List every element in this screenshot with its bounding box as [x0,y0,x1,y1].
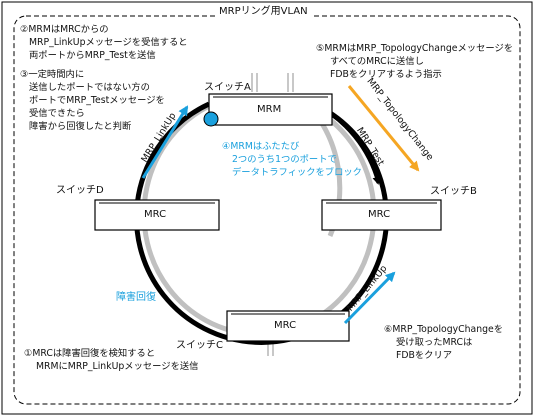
switch-c-name: スイッチC [176,340,223,351]
switch-d-role: MRC [144,209,167,220]
note-5-line-3: FDBをクリアするよう指示 [330,69,442,80]
switch-a-name: スイッチA [204,82,251,93]
note-6-line-1: ⑥MRP_TopologyChangeを [384,324,504,335]
switch-a-box [208,93,333,126]
switch-d-name: スイッチD [56,185,104,196]
switch-b-name: スイッチB [430,186,477,197]
linkup-arrow-left [141,105,189,179]
vlan-title: MRPリング用VLAN [216,5,311,18]
note-1-line-2: MRMにMRP_LinkUpメッセージを送信 [36,361,199,372]
note-6-line-2: 受け取ったMRCは [396,337,473,348]
linkup-arrow-right [343,271,396,325]
note-3-line-4: 受信できたら [29,108,85,119]
blocked-port-icon [203,111,219,127]
note-3-line-2: 送信したポートではない方の [29,82,150,93]
note-4-line-2: 2つのうち1つのポートで [232,154,337,165]
note-3-line-5: 障害から回復したと判断 [29,121,132,132]
note-6-line-3: FDBをクリア [396,350,453,361]
note-2-line-2: MRP_LinkUpメッセージを受信すると [29,37,188,48]
note-4-line-3: データトラフィックをブロック [232,167,362,178]
topology-change-arrow [347,85,420,172]
switch-b-box [321,199,442,231]
switch-c-role: MRC [274,320,297,331]
switch-c-box [226,310,350,342]
note-5-line-1: ⑤MRMはMRP_TopologyChangeメッセージを [316,43,514,54]
note-3-line-1: ③一定時間内に [20,69,85,80]
switch-d-box [94,199,220,231]
note-3-line-3: ポートでMRP_Testメッセージを [29,95,165,106]
note-1-line-1: ①MRCは障害回復を検知すると [24,348,156,359]
switch-b-role: MRC [368,209,391,220]
outer-ring [134,101,389,345]
note-5-line-2: すべてのMRCに送信し [330,56,424,67]
note-2-line-1: ②MRMはMRCからの [20,24,109,35]
recovery-label: 障害回復 [116,292,156,303]
note-2-line-3: 両ポートからMRP_Testを送信 [29,50,156,61]
note-4-line-1: ④MRMはふたたび [222,141,300,152]
switch-a-role: MRM [257,104,282,115]
